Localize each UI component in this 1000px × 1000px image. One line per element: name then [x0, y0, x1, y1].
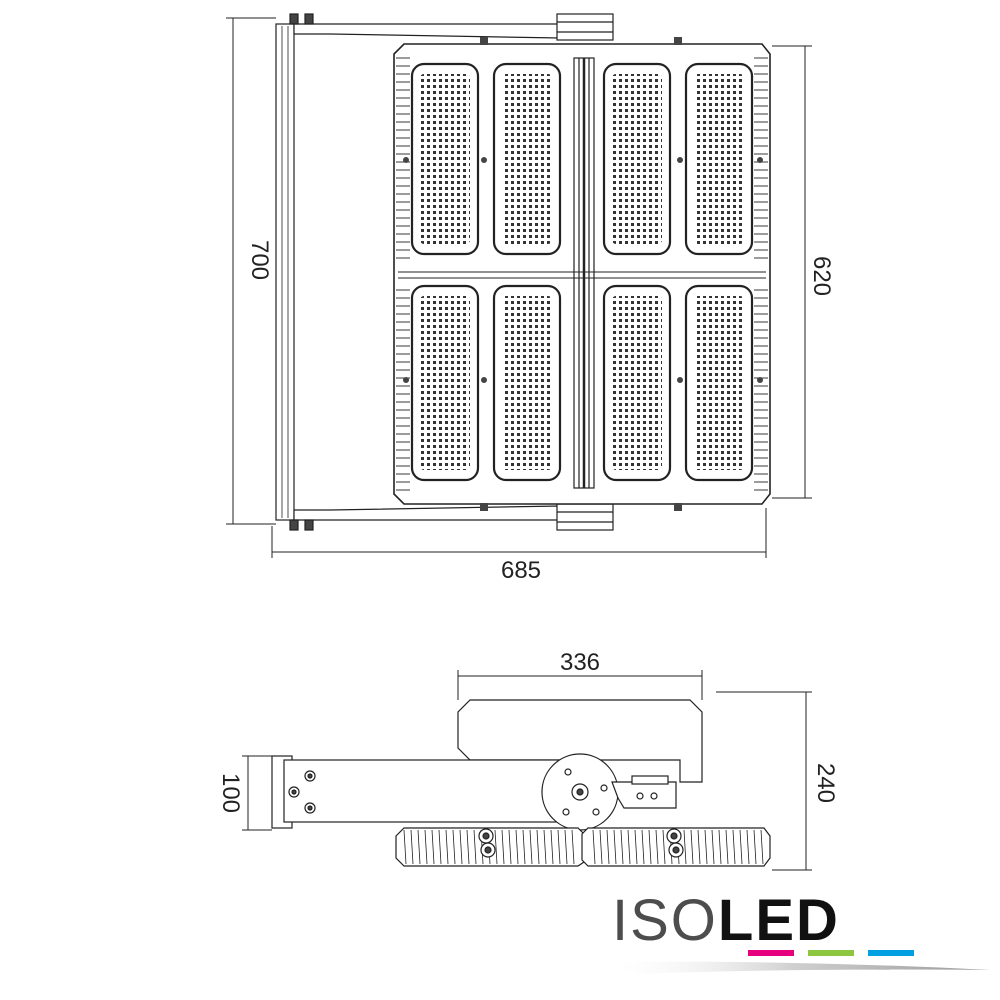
side-fin-line — [466, 829, 470, 865]
side-fin-line — [452, 829, 456, 865]
side-fin-line — [746, 829, 750, 865]
side-fin-line — [683, 829, 687, 865]
side-fin-line — [655, 829, 659, 865]
cooling-fins-right — [754, 57, 768, 491]
side-fin-line — [732, 829, 736, 865]
led-module — [410, 284, 480, 482]
side-fin-line — [718, 829, 722, 865]
led-modules — [410, 62, 754, 482]
led-module — [410, 62, 480, 256]
side-fin-line — [627, 829, 631, 865]
led-module — [684, 284, 754, 482]
isoled-logo: ISOLED — [600, 888, 990, 974]
side-fin-line — [753, 829, 757, 865]
side-fin-line — [515, 829, 519, 865]
side-clamp — [611, 775, 677, 809]
logo-text-bold: LED — [718, 888, 840, 953]
logo-stripe-green — [808, 950, 854, 956]
side-fin-line — [564, 829, 568, 865]
side-fin-line — [641, 829, 645, 865]
side-fin-line — [550, 829, 554, 865]
side-fin-line — [501, 829, 505, 865]
connector-nubs — [403, 37, 763, 511]
side-fin-line — [634, 829, 638, 865]
dimension-label-685: 685 — [501, 557, 541, 584]
led-module — [602, 62, 672, 256]
side-fin-line — [536, 829, 540, 865]
hinge-disk-side — [541, 753, 619, 831]
logo-stripe-blue — [868, 950, 914, 956]
side-fin-line — [529, 829, 533, 865]
logo-swoosh — [600, 961, 990, 974]
side-fin-line — [522, 829, 526, 865]
side-fin-line — [431, 829, 435, 865]
heatsink-side — [395, 827, 771, 867]
side-fin-line — [739, 829, 743, 865]
led-module — [602, 284, 672, 482]
led-module — [492, 62, 562, 256]
logo-stripe-magenta — [748, 950, 794, 956]
central-spine — [573, 57, 595, 489]
side-fin-line — [725, 829, 729, 865]
led-module — [492, 284, 562, 482]
top-view — [275, 13, 771, 531]
led-module — [684, 62, 754, 256]
side-fin-line — [557, 829, 561, 865]
side-fin-line — [445, 829, 449, 865]
side-view-dimensions — [242, 670, 812, 871]
side-fin-line — [648, 829, 652, 865]
side-fin-line — [690, 829, 694, 865]
side-fin-line — [508, 829, 512, 865]
mounting-bracket-top — [275, 13, 614, 531]
side-fin-line — [592, 829, 596, 865]
side-fin-line — [494, 829, 498, 865]
side-fin-line — [571, 829, 575, 865]
side-fin-line — [459, 829, 463, 865]
dimension-label-336: 336 — [560, 649, 600, 676]
dimension-label-620: 620 — [808, 256, 835, 296]
driver-housing-side — [457, 699, 703, 783]
side-fin-line — [473, 829, 477, 865]
dimension-label-240: 240 — [812, 763, 839, 803]
side-fin-line — [711, 829, 715, 865]
side-fin-line — [606, 829, 610, 865]
logo-text-light: ISO — [612, 888, 718, 953]
side-fin-line — [760, 829, 764, 865]
side-fin-line — [662, 829, 666, 865]
side-fin-line — [620, 829, 624, 865]
top-view-dimensions — [226, 17, 812, 558]
knobs-side — [478, 828, 684, 858]
side-fin-line — [403, 829, 407, 865]
side-fin-line — [424, 829, 428, 865]
side-fin-line — [543, 829, 547, 865]
side-fin-line — [613, 829, 617, 865]
side-fin-line — [599, 829, 603, 865]
mounting-bracket-side — [271, 755, 575, 829]
side-fin-line — [410, 829, 414, 865]
dimension-label-700: 700 — [246, 240, 273, 280]
svg-text:ISOLED: ISOLED — [612, 888, 840, 953]
side-fin-line — [438, 829, 442, 865]
side-fin-line — [417, 829, 421, 865]
side-fin-line — [697, 829, 701, 865]
dimension-label-100: 100 — [217, 773, 244, 813]
side-fin-line — [704, 829, 708, 865]
side-view — [271, 699, 771, 867]
